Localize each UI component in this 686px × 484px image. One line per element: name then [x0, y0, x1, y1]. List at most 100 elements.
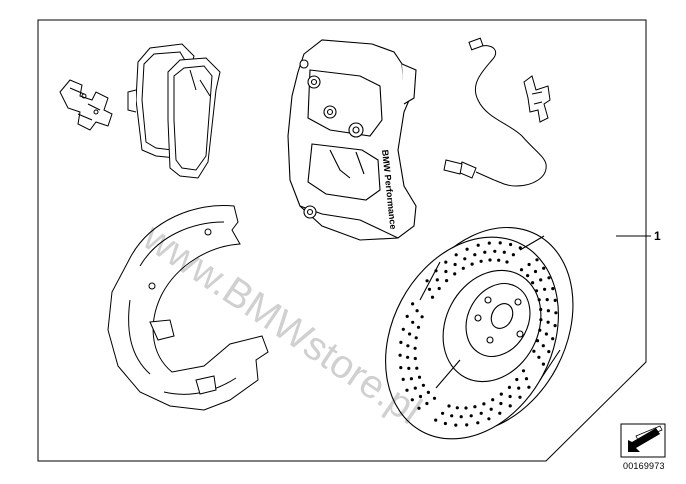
drill-hole — [441, 411, 445, 415]
drill-hole — [405, 314, 409, 318]
arrow-icon-box — [620, 423, 666, 458]
drill-hole — [509, 242, 513, 247]
dust-shield-icon — [107, 204, 269, 411]
drill-hole — [541, 344, 545, 348]
drill-hole — [483, 250, 487, 254]
drill-hole — [539, 307, 543, 312]
drill-hole — [447, 404, 451, 408]
drill-hole — [406, 344, 410, 348]
drill-hole — [399, 340, 403, 344]
drill-hole — [491, 398, 495, 402]
drill-hole — [430, 295, 435, 299]
drill-hole — [399, 366, 403, 370]
drill-hole — [427, 287, 432, 291]
drill-hole — [519, 268, 524, 272]
drill-hole — [535, 258, 539, 262]
drill-hole — [482, 402, 486, 406]
pad-clip-left — [59, 79, 113, 131]
drill-hole — [473, 405, 477, 409]
drill-hole — [538, 328, 542, 332]
drill-hole — [444, 260, 448, 264]
drill-hole — [401, 377, 405, 381]
drill-hole — [551, 287, 555, 291]
drill-hole — [476, 421, 480, 425]
drill-hole — [416, 325, 421, 329]
pad-clip-right — [523, 75, 551, 123]
drill-hole — [432, 396, 437, 400]
drill-hole — [539, 278, 543, 282]
drill-hole — [420, 315, 424, 319]
drill-hole — [413, 356, 417, 361]
drill-hole — [437, 286, 441, 291]
drill-hole — [410, 398, 414, 402]
drill-hole — [444, 269, 448, 274]
brake-disc-icon — [385, 226, 574, 440]
drill-hole — [425, 401, 429, 406]
drill-hole — [493, 249, 497, 253]
drill-hole — [544, 332, 549, 336]
drill-hole — [553, 298, 557, 302]
drill-hole — [409, 377, 413, 381]
drill-hole — [542, 266, 546, 270]
drill-hole — [539, 318, 543, 322]
callout-number: 1 — [654, 229, 661, 243]
drill-hole — [464, 406, 468, 410]
drill-hole — [546, 320, 550, 324]
brake-caliper-icon — [287, 39, 417, 241]
drill-hole — [497, 258, 501, 262]
drill-hole — [417, 375, 422, 379]
diagram-frame — [37, 19, 647, 462]
drill-hole — [488, 258, 492, 262]
drill-hole — [435, 278, 439, 282]
drill-hole — [479, 259, 483, 263]
drill-hole — [541, 362, 546, 366]
drill-hole — [413, 386, 417, 390]
drill-hole — [425, 279, 429, 283]
drill-hole — [546, 309, 551, 313]
drill-hole — [459, 415, 463, 419]
drill-hole — [408, 332, 412, 336]
drill-hole — [415, 366, 419, 370]
drill-hole — [527, 262, 531, 267]
drill-hole — [533, 269, 538, 274]
drill-hole — [401, 327, 405, 331]
drill-hole — [499, 401, 503, 406]
drill-hole — [537, 298, 541, 302]
drill-hole — [426, 390, 430, 394]
document-number: 00169973 — [623, 461, 665, 471]
drill-hole — [511, 253, 515, 257]
drill-hole — [415, 309, 419, 313]
drill-hole — [487, 417, 491, 421]
drill-hole — [463, 257, 467, 261]
drill-hole — [532, 349, 536, 353]
drill-hole — [515, 377, 519, 382]
drill-hole — [547, 276, 551, 280]
drill-hole — [479, 411, 483, 415]
drill-hole — [453, 272, 457, 276]
drill-hole — [531, 281, 535, 285]
drill-hole — [465, 247, 469, 251]
drill-hole — [535, 339, 540, 343]
drill-hole — [454, 253, 458, 257]
drill-hole — [443, 421, 447, 426]
drill-hole — [527, 385, 531, 389]
drill-hole — [413, 346, 417, 350]
drill-hole — [454, 423, 458, 427]
drill-hole — [445, 279, 449, 283]
wear-sensor-icon — [443, 37, 547, 187]
drill-hole — [545, 298, 549, 302]
drill-hole — [505, 260, 509, 264]
drill-hole — [470, 262, 474, 266]
drill-hole — [455, 406, 459, 410]
drill-hole — [537, 355, 541, 359]
drill-hole — [518, 246, 522, 250]
drill-hole — [465, 423, 469, 427]
drill-hole — [398, 353, 402, 357]
drill-hole — [489, 407, 493, 411]
drill-hole — [434, 418, 438, 422]
drill-hole — [551, 337, 555, 341]
drill-hole — [508, 404, 512, 408]
drill-hole — [414, 336, 418, 340]
drill-hole — [405, 388, 409, 392]
drill-hole — [421, 383, 425, 387]
